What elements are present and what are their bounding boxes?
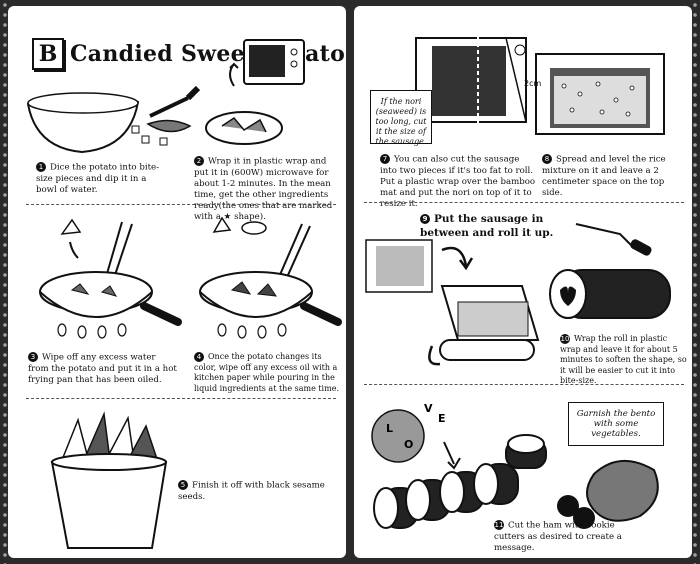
step-text: You can also cut the sausage into two pi… — [380, 154, 536, 209]
love-ham-illustration: L O V E — [371, 402, 547, 529]
step-text: Dice the potato into bite-size pieces an… — [36, 162, 160, 195]
step-text: Wrap the roll in plastic wrap and leave … — [560, 334, 687, 385]
section-divider — [364, 202, 684, 203]
step-number: 10 — [560, 334, 570, 344]
step-number: 1 — [36, 162, 46, 172]
sushi-roll-knife-illustration — [549, 223, 671, 319]
section-divider — [364, 384, 684, 385]
section-divider — [26, 398, 336, 399]
step-text: Wipe off any excess water from the potat… — [28, 352, 177, 385]
frying-pan-illustration-1 — [39, 218, 182, 339]
step-text: Wrap it in plastic wrap and put it in (6… — [194, 156, 333, 222]
step-number: 2 — [194, 156, 204, 166]
step-number: 7 — [380, 154, 390, 164]
step-text: Spread and level the rice mixture on it … — [542, 154, 666, 198]
nori-tip-callout: If the nori (seaweed) is too long, cut i… — [370, 90, 432, 146]
section-divider — [26, 204, 336, 205]
step-number: 9 — [420, 214, 430, 224]
step-number: 8 — [542, 154, 552, 164]
love-letter-o: O — [404, 438, 413, 451]
candied-potato-cup-illustration — [50, 411, 168, 549]
step-number: 5 — [178, 480, 188, 490]
frying-pan-illustration-2 — [199, 216, 342, 339]
step-number: 4 — [194, 352, 204, 362]
step-text: Cut the ham with cookie cutters as desir… — [494, 520, 622, 553]
microwave-illustration — [205, 39, 305, 145]
section-badge: B — [32, 38, 64, 70]
love-letter-l: L — [386, 422, 393, 435]
dimension-label: 2cm — [524, 79, 542, 88]
step-number: 3 — [28, 352, 38, 362]
step-text: Put the sausage in between and roll it u… — [420, 213, 554, 239]
bowl-potato-illustration — [26, 85, 201, 154]
love-letter-e: E — [438, 412, 446, 425]
right-page: If the nori (seaweed) is too long, cut i… — [354, 6, 692, 558]
step-text: Finish it off with black sesame seeds. — [178, 480, 325, 502]
nori-on-mat-illustration — [410, 36, 527, 126]
love-letter-v: V — [424, 402, 433, 415]
dotted-border-left — [0, 0, 10, 564]
garnish-vegetables-illustration — [557, 459, 659, 529]
step-number: 11 — [494, 520, 504, 530]
dotted-border-right — [690, 0, 700, 564]
step-text: Once the potato changes its color, wipe … — [194, 352, 339, 393]
rice-spread-illustration — [535, 53, 665, 135]
rolling-illustration — [365, 239, 540, 366]
garnish-callout: Garnish the bento with some vegetables. — [568, 402, 664, 446]
